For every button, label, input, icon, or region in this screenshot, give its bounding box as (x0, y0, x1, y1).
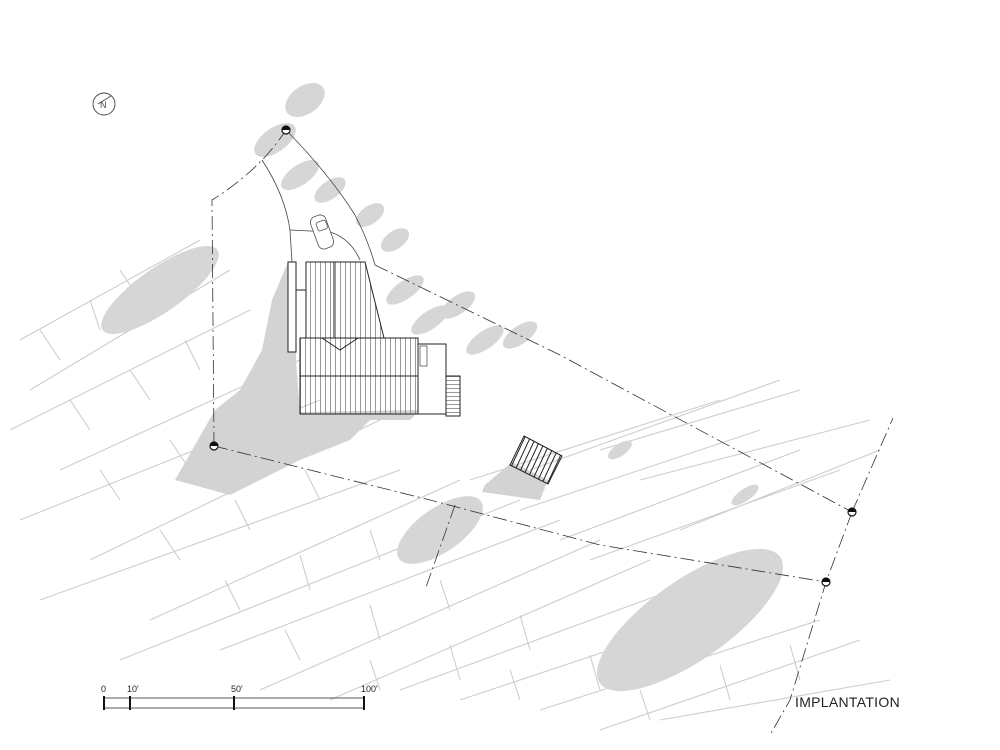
scale-bar-label: 50' (231, 684, 243, 694)
scale-bar-label: 0 (101, 684, 106, 694)
drawing-title: IMPLANTATION (795, 694, 900, 710)
survey-marker-icon (847, 507, 857, 517)
north-arrow-icon: N (92, 92, 116, 116)
north-label: N (100, 100, 107, 110)
house-shadow (175, 262, 420, 495)
survey-markers (209, 125, 857, 587)
shed-shadow (482, 462, 548, 500)
scale-bar-label: 100' (361, 684, 378, 694)
scale-bar-label: 10' (127, 684, 139, 694)
house-roof (287, 261, 461, 417)
survey-marker-icon (821, 577, 831, 587)
scale-bar: 0 10' 50' 100' (101, 684, 378, 710)
shed-roof (509, 435, 563, 485)
car-icon (309, 214, 335, 250)
tree-canopies (101, 82, 783, 692)
survey-marker-icon (209, 441, 219, 451)
property-line (211, 129, 894, 736)
survey-marker-icon (281, 125, 291, 135)
